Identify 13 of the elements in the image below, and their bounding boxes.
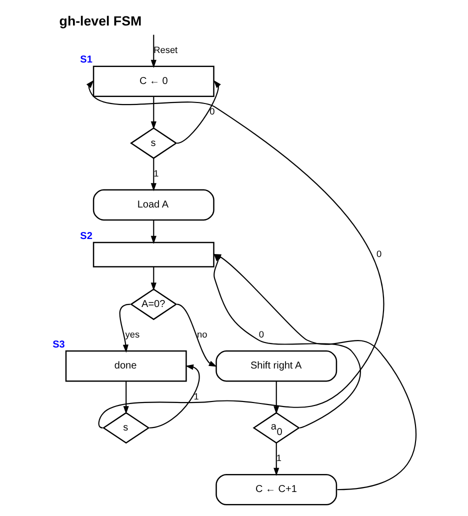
edge-label: Reset [153,44,178,54]
edge-label: 0 [209,106,214,116]
edge-label: no [196,329,207,340]
edge-label: 0 [376,248,382,258]
edge-label: 0 [258,329,264,340]
edge-label: 1 [153,168,158,178]
node-label: S1 [80,54,92,66]
diagram-title: gh-level FSM [58,13,142,28]
node-label: S2 [80,230,92,242]
edge-label: yes [124,329,140,340]
node-label: S3 [52,338,64,350]
edge-label: 1 [193,390,198,401]
edge-label: 1 [276,452,281,463]
